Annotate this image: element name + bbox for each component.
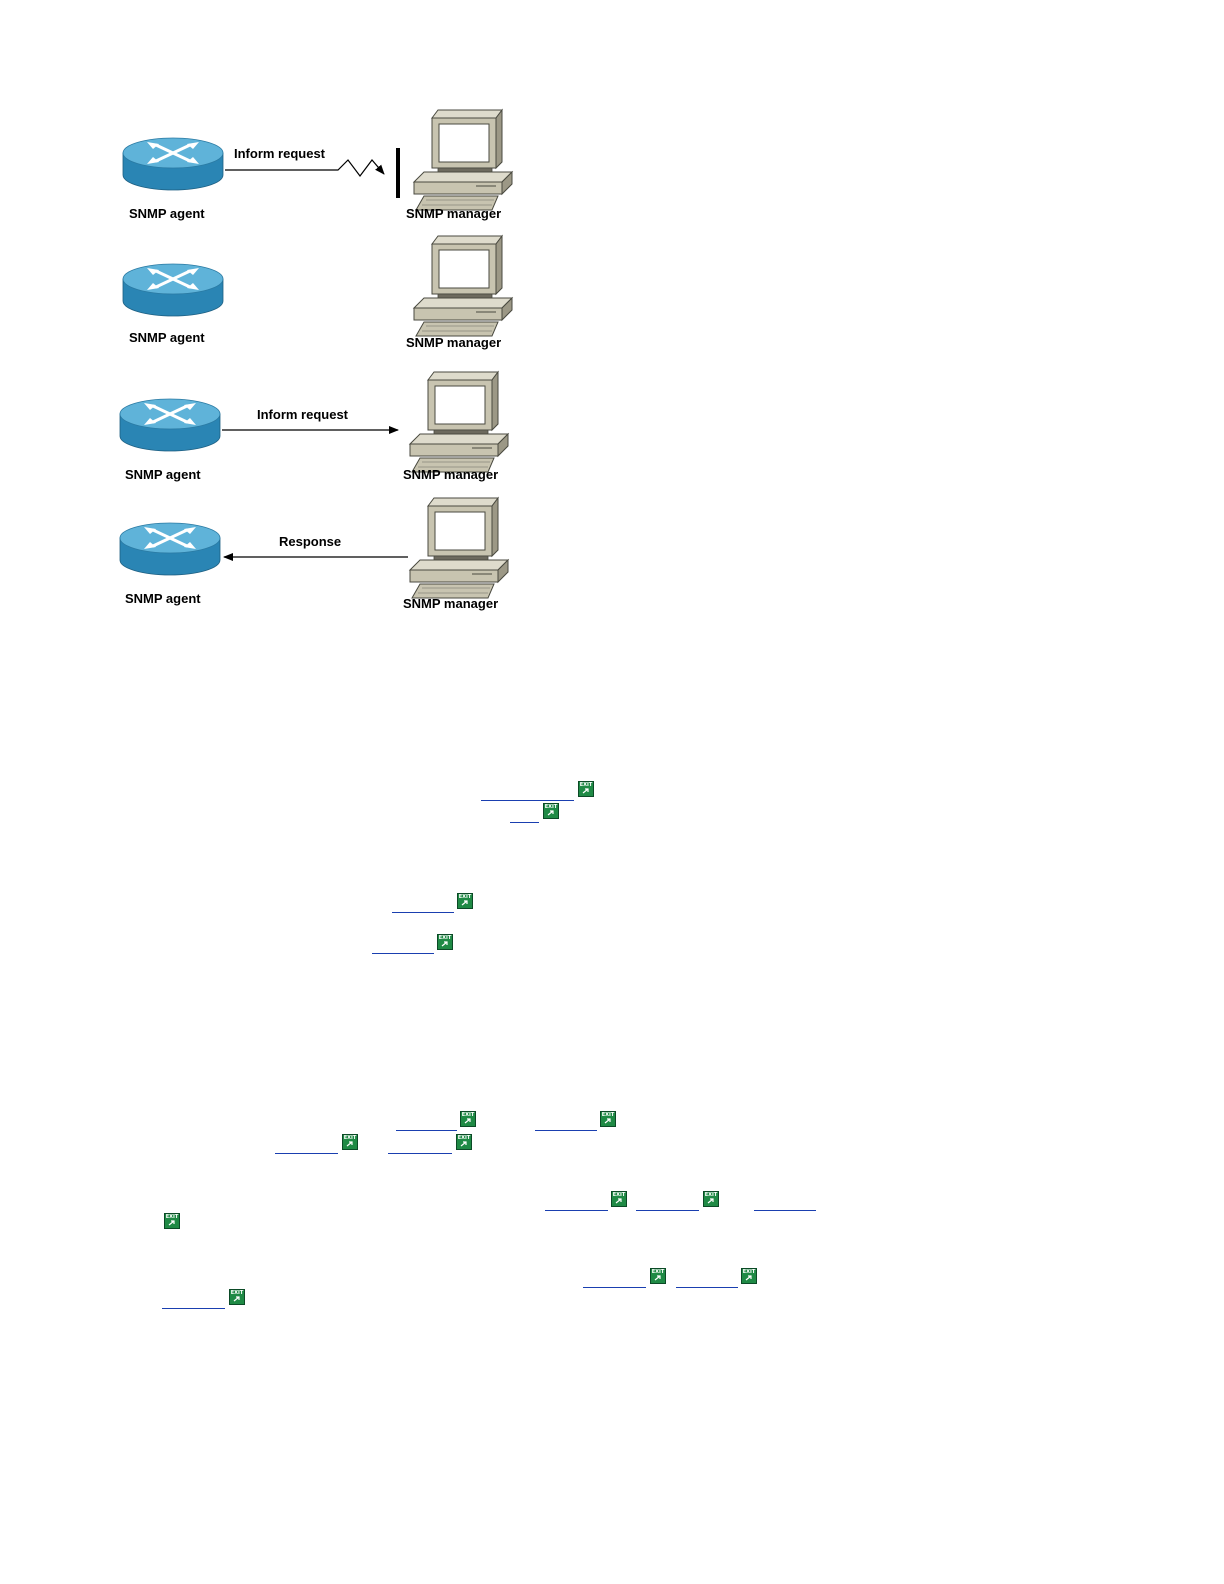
agent-label: SNMP agent xyxy=(129,330,205,345)
lost-request-arrow xyxy=(225,159,385,177)
router-icon xyxy=(118,521,222,577)
agent-label: SNMP agent xyxy=(125,467,201,482)
exit-icon: EXIT xyxy=(650,1268,666,1284)
external-link[interactable] xyxy=(396,1130,457,1131)
exit-icon: EXIT xyxy=(543,803,559,819)
manager-label: SNMP manager xyxy=(403,596,498,611)
external-link[interactable] xyxy=(392,912,454,913)
exit-icon: EXIT xyxy=(578,781,594,797)
computer-icon xyxy=(409,371,509,473)
external-link[interactable] xyxy=(583,1287,646,1288)
router-icon xyxy=(121,262,225,318)
computer-icon xyxy=(413,235,513,337)
exit-icon: EXIT xyxy=(164,1213,180,1229)
exit-icon: EXIT xyxy=(611,1191,627,1207)
computer-icon xyxy=(409,497,509,599)
exit-icon: EXIT xyxy=(229,1289,245,1305)
computer-icon xyxy=(413,109,513,211)
exit-icon: EXIT xyxy=(457,893,473,909)
agent-label: SNMP agent xyxy=(129,206,205,221)
message-label: Inform request xyxy=(234,146,326,161)
external-link[interactable] xyxy=(636,1210,699,1211)
exit-icon: EXIT xyxy=(342,1134,358,1150)
manager-label: SNMP manager xyxy=(406,335,501,350)
router-icon xyxy=(118,397,222,453)
external-link[interactable] xyxy=(754,1210,816,1211)
external-link[interactable] xyxy=(535,1130,597,1131)
exit-icon: EXIT xyxy=(703,1191,719,1207)
external-link[interactable] xyxy=(676,1287,738,1288)
manager-label: SNMP manager xyxy=(406,206,501,221)
scene-response: SNMP agent SNMP manager Response xyxy=(118,497,509,611)
external-link[interactable] xyxy=(545,1210,608,1211)
snmp-inform-diagram: SNMP agent SNMP manager Inform request S… xyxy=(118,109,513,611)
message-label: Response xyxy=(279,534,341,549)
scene-idle: SNMP agent SNMP manager xyxy=(121,235,513,350)
external-link[interactable] xyxy=(481,800,574,801)
router-icon xyxy=(121,136,225,192)
scene-inform: SNMP agent SNMP manager Inform request xyxy=(118,371,509,482)
exit-icon: EXIT xyxy=(600,1111,616,1127)
message-label: Inform request xyxy=(257,407,349,422)
exit-icon: EXIT xyxy=(741,1268,757,1284)
external-link[interactable] xyxy=(372,953,434,954)
scene-inform-lost: SNMP agent SNMP manager Inform request xyxy=(121,109,513,221)
external-link[interactable] xyxy=(275,1153,338,1154)
exit-icon: EXIT xyxy=(456,1134,472,1150)
exit-icon: EXIT xyxy=(460,1111,476,1127)
external-link[interactable] xyxy=(162,1308,225,1309)
external-link[interactable] xyxy=(510,822,539,823)
external-link[interactable] xyxy=(388,1153,452,1154)
manager-label: SNMP manager xyxy=(403,467,498,482)
agent-label: SNMP agent xyxy=(125,591,201,606)
exit-icon: EXIT xyxy=(437,934,453,950)
